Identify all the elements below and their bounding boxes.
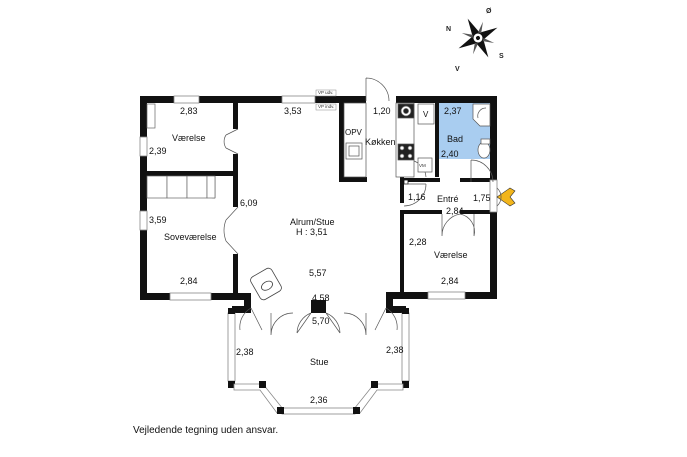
dim-3-59: 3,59 bbox=[149, 215, 167, 225]
dim-4-58: 4,58 bbox=[312, 293, 330, 303]
dim-2-84-sove: 2,84 bbox=[180, 276, 198, 286]
compass-s-label: S bbox=[499, 53, 504, 60]
room-label-sovevaerelse: Soveværelse bbox=[164, 232, 217, 242]
room-label-bad: Bad bbox=[447, 134, 463, 144]
room-height-label: H : 3,51 bbox=[296, 227, 328, 237]
dim-1-20: 1,20 bbox=[373, 106, 391, 116]
room-label-kokken: Køkken bbox=[365, 137, 396, 147]
room-label-vaerelse-top: Værelse bbox=[172, 133, 206, 143]
entrance-arrow bbox=[496, 187, 516, 207]
dim-2-84-vaerelse: 2,84 bbox=[441, 276, 459, 286]
fixture-label-vp-mid: VP indv. bbox=[318, 104, 334, 109]
room-label-alrum: Alrum/Stue bbox=[290, 217, 335, 227]
compass-n-label: N bbox=[446, 26, 451, 33]
dim-6-09: 6,09 bbox=[240, 198, 258, 208]
room-label-stue: Stue bbox=[310, 357, 329, 367]
dim-2-40: 2,40 bbox=[441, 149, 459, 159]
room-label-entre: Entré bbox=[437, 194, 459, 204]
room-label-vaerelse-right: Værelse bbox=[434, 250, 468, 260]
dim-2-38-left: 2,38 bbox=[236, 347, 254, 357]
disclaimer-caption: Vejledende tegning uden ansvar. bbox=[133, 425, 278, 436]
outer-walls bbox=[140, 96, 497, 313]
dim-2-84-entre: 2,84 bbox=[446, 206, 464, 216]
dim-2-28: 2,28 bbox=[409, 237, 427, 247]
compass-v-label: V bbox=[455, 66, 460, 73]
stue-bay bbox=[227, 308, 410, 415]
dim-5-57: 5,57 bbox=[309, 268, 327, 278]
dim-2-83: 2,83 bbox=[180, 106, 198, 116]
compass-rose bbox=[458, 18, 498, 58]
dim-1-75: 1,75 bbox=[473, 193, 491, 203]
fixture-label-v: V bbox=[423, 110, 429, 119]
fixture-label-vm: VM bbox=[419, 163, 426, 168]
dim-2-37: 2,37 bbox=[444, 106, 462, 116]
dim-1-16: 1,16 bbox=[408, 192, 426, 202]
dim-2-38-right: 2,38 bbox=[386, 345, 404, 355]
dim-5-70: 5,70 bbox=[312, 316, 330, 326]
windows bbox=[139, 95, 498, 301]
bathroom-fixtures bbox=[472, 103, 491, 159]
compass-o-label: Ø bbox=[486, 8, 492, 15]
kitchen-fixtures bbox=[343, 102, 435, 178]
fireplace bbox=[250, 267, 282, 301]
wardrobes bbox=[146, 103, 216, 199]
dim-2-36: 2,36 bbox=[310, 395, 328, 405]
fixture-label-opv: OPV bbox=[345, 128, 363, 137]
dim-3-53: 3,53 bbox=[284, 106, 302, 116]
dim-2-39: 2,39 bbox=[149, 146, 167, 156]
fixture-label-vp-top: VP udv. bbox=[318, 90, 333, 95]
